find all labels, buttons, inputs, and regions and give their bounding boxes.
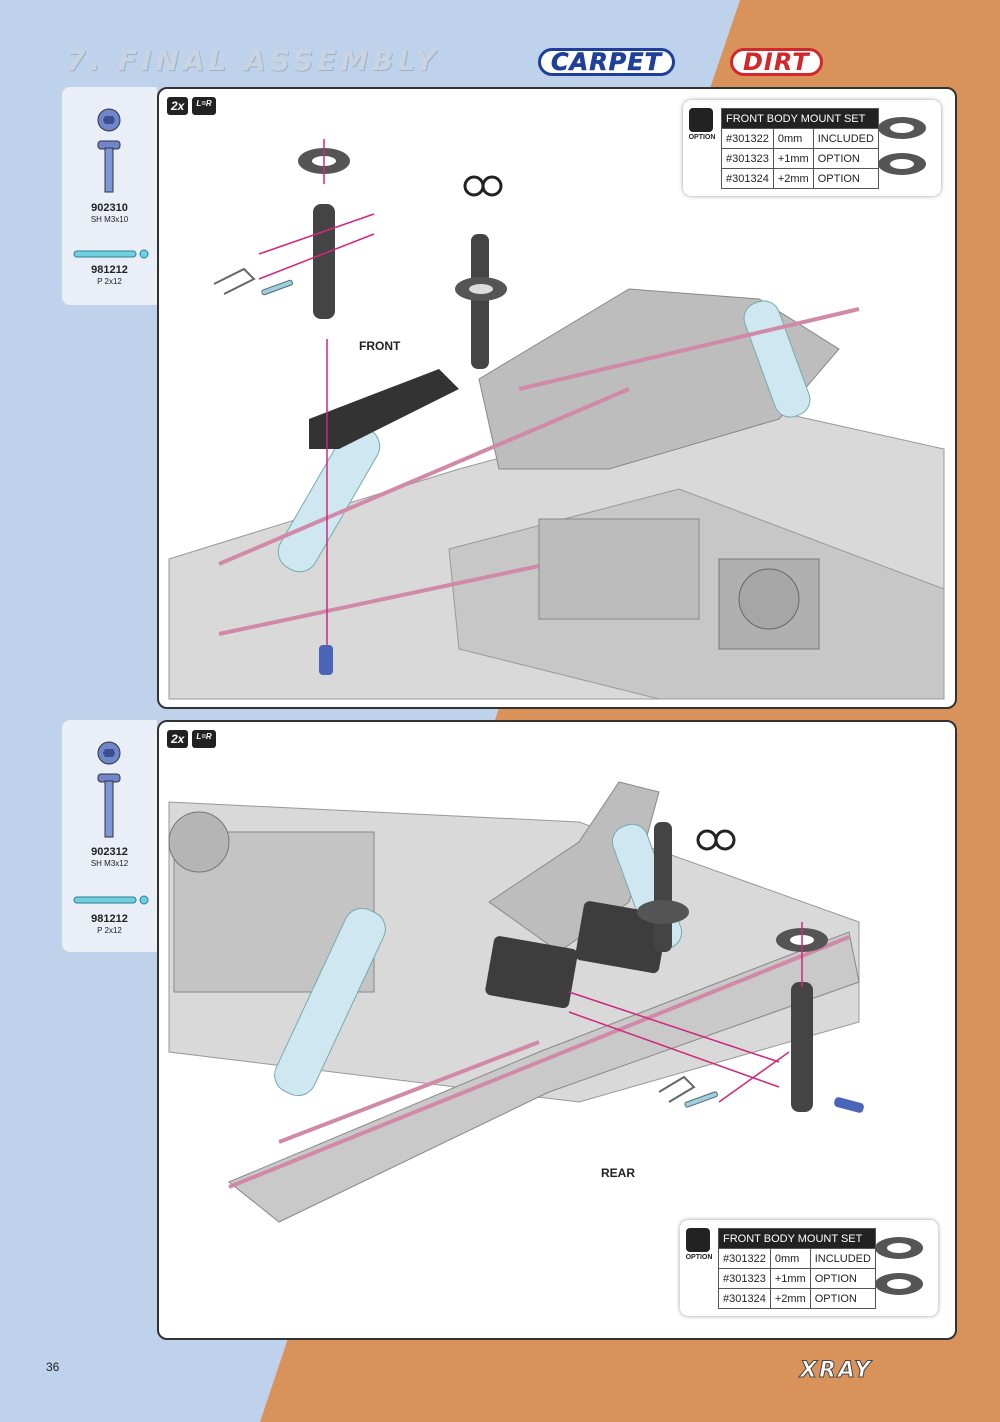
option-status: INCLUDED bbox=[812, 128, 879, 149]
option-size: 0mm bbox=[769, 1248, 811, 1269]
chassis-illustration-rear bbox=[168, 781, 864, 1223]
option-status: OPTION bbox=[812, 148, 879, 169]
dirt-tag: DIRT bbox=[730, 48, 823, 76]
part-number: 981212 bbox=[91, 913, 128, 925]
option-code: #301322 bbox=[721, 128, 774, 149]
option-word: OPTION bbox=[685, 1254, 713, 1261]
option-status: OPTION bbox=[809, 1288, 876, 1309]
option-code: #301324 bbox=[718, 1288, 771, 1309]
option-status: OPTION bbox=[809, 1268, 876, 1289]
body-mount-shim-icon bbox=[878, 117, 926, 175]
part-desc: SH M3x12 bbox=[90, 859, 129, 868]
screw-icon bbox=[97, 108, 121, 193]
option-table-header: FRONT BODY MOUNT SET bbox=[718, 1228, 876, 1249]
body-mount-shim-icon bbox=[875, 1237, 923, 1295]
screw-icon bbox=[97, 741, 121, 838]
part-number: 902310 bbox=[91, 202, 128, 214]
parts-list-step2: 902312 SH M3x12 981212 P 2x12 bbox=[62, 720, 157, 952]
lr-symmetry-label: L=R bbox=[192, 97, 216, 115]
option-status: INCLUDED bbox=[809, 1248, 876, 1269]
option-size: +2mm bbox=[772, 168, 814, 189]
carpet-tag: CARPET bbox=[538, 48, 676, 76]
page-number: 36 bbox=[46, 1360, 60, 1374]
brand-logo: XRAY bbox=[799, 1358, 873, 1384]
option-code: #301324 bbox=[721, 168, 774, 189]
option-code: #301323 bbox=[721, 148, 774, 169]
parts-list-step1: 902310 SH M3x10 981212 P 2x12 bbox=[62, 87, 157, 305]
part-number: 981212 bbox=[91, 264, 128, 276]
option-size: +1mm bbox=[772, 148, 814, 169]
rear-direction-label: REAR bbox=[601, 1166, 636, 1180]
front-direction-label: FRONT bbox=[359, 339, 401, 353]
section-title: 7. FINAL ASSEMBLY bbox=[66, 44, 440, 77]
part-number: 902312 bbox=[91, 846, 128, 858]
quantity-badge: 2x L=R bbox=[167, 97, 216, 115]
chassis-illustration-front bbox=[168, 139, 945, 700]
lr-symmetry-label: L=R bbox=[192, 730, 216, 748]
pin-icon bbox=[73, 895, 149, 905]
step1-panel: 2x L=R bbox=[157, 87, 957, 709]
qty-label: 2x bbox=[167, 97, 189, 115]
pin-icon bbox=[73, 249, 149, 259]
option-status: OPTION bbox=[812, 168, 879, 189]
option-code: #301323 bbox=[718, 1268, 771, 1289]
part-desc: SH M3x10 bbox=[90, 215, 129, 224]
option-word: OPTION bbox=[688, 134, 716, 141]
part-desc: P 2x12 bbox=[97, 926, 122, 935]
quantity-badge: 2x L=R bbox=[167, 730, 216, 748]
option-table-header: FRONT BODY MOUNT SET bbox=[721, 108, 879, 129]
qty-label: 2x bbox=[167, 730, 189, 748]
option-size: +1mm bbox=[769, 1268, 811, 1289]
thumbs-up-icon bbox=[686, 1228, 710, 1252]
step2-panel: 2x L=R REAR bbox=[157, 720, 957, 1340]
option-size: 0mm bbox=[772, 128, 814, 149]
option-size: +2mm bbox=[769, 1288, 811, 1309]
option-code: #301322 bbox=[718, 1248, 771, 1269]
part-desc: P 2x12 bbox=[97, 277, 122, 286]
thumbs-up-icon bbox=[689, 108, 713, 132]
